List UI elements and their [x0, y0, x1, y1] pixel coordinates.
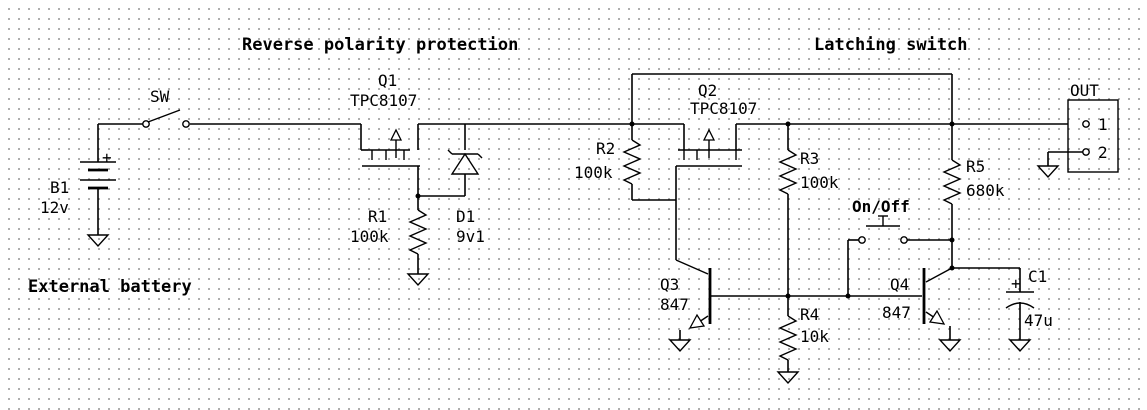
r3-value: 100k [800, 173, 839, 192]
q1-ref: Q1 [378, 71, 397, 90]
connector-pin-2: 2 [1098, 143, 1108, 162]
resistor-r5: R5 680k [942, 157, 1005, 268]
connector-out: OUT 1 2 [1036, 81, 1119, 179]
c1-polarity-mark: + [1011, 274, 1021, 293]
q2-ref: Q2 [698, 81, 717, 100]
pushbutton-on-off: On/Off [848, 197, 952, 244]
transistor-q3: Q3 847 [660, 200, 848, 353]
d1-value: 9v1 [456, 227, 485, 246]
top-loop-wire [631, 73, 953, 160]
r2-value: 100k [574, 163, 613, 182]
connector-pin-1: 1 [1098, 115, 1108, 134]
resistor-r1: R1 100k [350, 196, 430, 287]
connector-ref: OUT [1070, 81, 1099, 100]
transistor-q4: Q4 847 [882, 267, 1020, 353]
switch-ref: SW [150, 87, 170, 106]
q1-part: TPC8107 [350, 91, 417, 110]
section-title-reverse-polarity: Reverse polarity protection [242, 35, 518, 55]
battery-polarity-mark: + [102, 148, 112, 167]
zener-d1: D1 9v1 [418, 124, 485, 246]
q3-part: 847 [660, 295, 689, 314]
battery-b1: + B1 12v [40, 124, 116, 248]
section-title-external-battery: External battery [28, 277, 192, 297]
c1-value: 47u [1024, 311, 1053, 330]
pushbutton-label: On/Off [852, 197, 910, 216]
mosfet-q1: Q1 TPC8107 [350, 71, 420, 196]
r4-ref: R4 [800, 305, 819, 324]
switch-sw: SW [142, 87, 190, 128]
r3-ref: R3 [800, 149, 819, 168]
q4-ref: Q4 [890, 275, 909, 294]
q2-part: TPC8107 [690, 99, 757, 118]
r5-value: 680k [966, 181, 1005, 200]
q4-part: 847 [882, 303, 911, 322]
capacitor-c1: + C1 47u [1005, 267, 1053, 353]
junction-dots [415, 121, 955, 299]
battery-ref: B1 [50, 178, 69, 197]
d1-ref: D1 [456, 207, 475, 226]
resistor-r3: R3 100k [778, 124, 839, 296]
section-title-latching-switch: Latching switch [814, 35, 968, 55]
base-connection [847, 240, 922, 297]
c1-ref: C1 [1028, 267, 1047, 286]
r2-ref: R2 [596, 139, 615, 158]
resistor-r4: R4 10k [776, 296, 829, 385]
r4-value: 10k [800, 327, 829, 346]
mosfet-q2: Q2 TPC8107 [675, 81, 757, 200]
q3-ref: Q3 [660, 275, 679, 294]
r1-value: 100k [350, 227, 389, 246]
main-power-rail [98, 123, 1068, 151]
r1-ref: R1 [368, 207, 387, 226]
battery-value: 12v [40, 198, 69, 217]
r5-ref: R5 [966, 157, 985, 176]
resistor-r2: R2 100k [574, 124, 676, 201]
